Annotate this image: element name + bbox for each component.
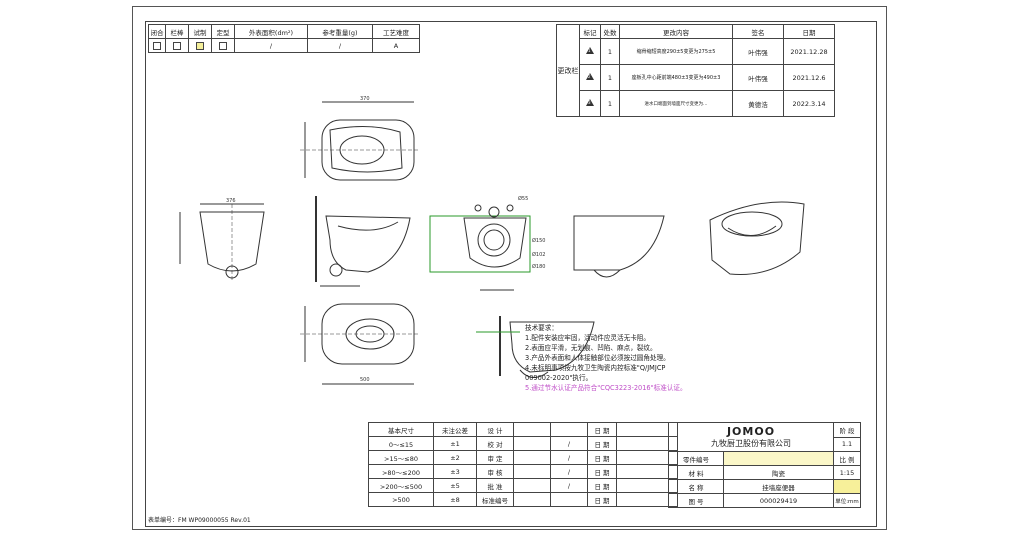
checkbox[interactable]	[173, 41, 181, 50]
top-view	[300, 101, 420, 181]
difficulty-value: A	[372, 38, 420, 53]
role-label: 校 对	[476, 436, 514, 451]
checkbox-cell[interactable]	[188, 38, 212, 53]
rev-signer: 黄德浩	[732, 90, 784, 117]
unit-label: 单位:mm	[833, 493, 861, 508]
company-cell: JOMOO 九牧厨卫股份有限公司	[668, 422, 834, 452]
title-block: JOMOO 九牧厨卫股份有限公司 阶 段 1.1 零件编号 比 例 材 料 陶瓷…	[668, 422, 861, 508]
rev-signer: 叶伟强	[732, 64, 784, 91]
stage-label: 阶 段	[833, 422, 861, 438]
stage-value: 1.1	[833, 436, 861, 452]
checkbox[interactable]	[219, 41, 227, 50]
side-elevation-view	[573, 215, 665, 278]
role-label: 审 核	[476, 464, 514, 479]
tolerance-sign-table: 基本尺寸 未注公差 设 计 日 期 0～≤15 ±1 校 对 / 日 期 >15…	[368, 422, 678, 507]
dim-label: 500	[360, 377, 370, 383]
rev-content: 缩骨缩短高度290±5变更为275±5	[619, 38, 733, 65]
installation-section-view	[476, 316, 595, 378]
note-highlight: 5.通过节水认证产品符合"CQC3223-2016"标准认证。	[525, 384, 687, 392]
role-label: 批 准	[476, 478, 514, 493]
material-value: 陶瓷	[723, 465, 834, 480]
tol-value: ±5	[433, 478, 477, 493]
revision-side-label: 更改栏	[556, 24, 580, 117]
name-label: 名 称	[668, 479, 724, 494]
tol-range: >15～≤80	[368, 450, 434, 465]
drawing-frame	[145, 21, 877, 527]
note-item: 009002-2020"执行。	[525, 374, 593, 382]
tol-value: ±2	[433, 450, 477, 465]
note-item: 3.产品外表面和人体接触部位必须按过圆角处理。	[525, 354, 670, 362]
dim-label: Ø102	[532, 251, 545, 258]
checkbox-checked[interactable]	[196, 41, 204, 50]
code-label: 零件编号	[668, 451, 724, 466]
rev-date: 2021.12.6	[783, 64, 835, 91]
tol-value: ±1	[433, 436, 477, 451]
scale-label: 比 例	[833, 451, 861, 466]
dim-label: 376	[226, 198, 236, 204]
notes-title: 技术要求：	[525, 324, 558, 332]
material-label: 材 料	[668, 465, 724, 480]
tol-value: ±3	[433, 464, 477, 479]
role-label: 标准编号	[476, 492, 514, 507]
code-value	[723, 451, 834, 466]
technical-notes: 技术要求： 1.配件安装应牢固，活动件应灵活无卡阻。 2.表面应平滑，无划痕、凹…	[525, 323, 687, 393]
dim-label: Ø150	[532, 237, 545, 244]
marker-cell	[833, 479, 861, 494]
tol-range: 0～≤15	[368, 436, 434, 451]
rev-date: 2022.3.14	[783, 90, 835, 117]
tol-range: >500	[368, 492, 434, 507]
company-logo: JOMOO	[726, 425, 776, 438]
front-view	[179, 203, 265, 280]
dim-label: Ø180	[532, 263, 545, 270]
rev-content: 座板孔中心距前端480±3变更为490±3	[619, 64, 733, 91]
drawing-label: 图 号	[668, 493, 724, 508]
checkbox[interactable]	[153, 41, 161, 50]
rear-view	[429, 204, 531, 291]
bottom-plan-view	[300, 303, 418, 385]
rev-content: 进水口端面到墙面尺寸变更为…	[619, 90, 733, 117]
rev-mark-icon: 3	[579, 90, 601, 117]
dim-label: 370	[360, 96, 370, 102]
rev-date: 2021.12.28	[783, 38, 835, 65]
revision-table: 更改栏 标记 处数 更改内容 签名 日期 1 1 缩骨缩短高度290±5变更为2…	[556, 24, 835, 117]
role-label: 设 计	[476, 422, 514, 437]
name-value: 挂墙座便器	[723, 479, 834, 494]
note-item: 1.配件安装应牢固，活动件应灵活无卡阻。	[525, 334, 650, 342]
date-label: 日 期	[587, 422, 617, 437]
drawing-value: 000029419	[723, 493, 834, 508]
tol-header: 基本尺寸	[368, 422, 434, 437]
tol-range: >80～≤200	[368, 464, 434, 479]
checkbox-cell[interactable]	[165, 38, 189, 53]
company-name: 九牧厨卫股份有限公司	[711, 439, 791, 448]
note-item: 2.表面应平滑，无划痕、凹陷、麻点，裂纹。	[525, 344, 657, 352]
tol-value: ±8	[433, 492, 477, 507]
attribute-table: 闭合 栏棒 试制 定型 外表面积(dm²) 参考重量(g) 工艺难度 / / A	[148, 24, 420, 53]
form-number: 表单编号：FM WP09000055 Rev.01	[148, 517, 251, 524]
scale-value: 1:15	[833, 465, 861, 480]
note-item: 4.未标明事项按九牧卫生陶瓷内控标准"Q/JMJCP	[525, 364, 666, 372]
side-section-view	[315, 196, 411, 287]
perspective-view	[709, 201, 805, 276]
dim-label: Ø55	[518, 195, 528, 202]
tol-range: >200～≤500	[368, 478, 434, 493]
tol-header: 未注公差	[433, 422, 477, 437]
role-label: 审 定	[476, 450, 514, 465]
